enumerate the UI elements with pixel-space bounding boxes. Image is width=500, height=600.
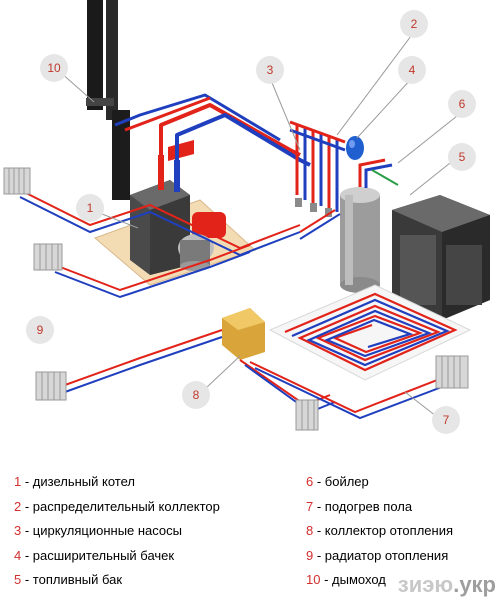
main-pipes	[114, 93, 311, 167]
watermark-suffix: .укр	[453, 572, 496, 597]
callout-1: 1	[76, 194, 104, 222]
legend-item-number: 7	[306, 498, 314, 514]
legend: 1 - дизельный котел 2 - распределительны…	[0, 470, 500, 600]
legend-item-text: - дымоход	[320, 572, 386, 587]
diesel-boiler	[130, 140, 226, 275]
heating-scheme-diagram: 1 2 3 4 5 6 7 8	[3, 0, 490, 434]
radiator-3	[35, 371, 67, 401]
callout-7: 7	[432, 406, 460, 434]
legend-item-text: - подогрев пола	[313, 498, 413, 514]
callout-10-label: 10	[47, 61, 61, 75]
radiator-pipes	[19, 189, 456, 420]
watermark-prefix: зиэю	[397, 572, 454, 597]
floor-heating-coil	[268, 284, 472, 381]
legend-item-text: - радиатор отопления	[313, 547, 449, 563]
callout-8: 8	[182, 381, 210, 409]
legend-item-text: - топливный бак	[21, 572, 123, 587]
legend-item: 7 - подогрев пола	[306, 495, 453, 520]
heating-collector	[222, 308, 265, 360]
callouts: 1 2 3 4 5 6 7 8	[26, 10, 476, 434]
legend-item: 1 - дизельный котел	[14, 470, 220, 495]
chimney	[86, 0, 130, 200]
legend-item-text: - бойлер	[313, 474, 369, 489]
callout-6-label: 6	[459, 97, 466, 111]
callout-9: 9	[26, 316, 54, 344]
legend-item: 10 - дымоход	[306, 568, 453, 593]
watermark: зиэю.укр	[398, 572, 496, 598]
radiator-1	[3, 167, 31, 195]
expansion-tank	[346, 136, 364, 160]
legend-item-text: - циркуляционные насосы	[21, 523, 183, 538]
legend-item: 2 - распределительный коллектор	[14, 495, 220, 520]
callout-9-label: 9	[37, 323, 44, 337]
legend-item: 6 - бойлер	[306, 470, 453, 495]
callout-2: 2	[400, 10, 428, 38]
callout-8-label: 8	[193, 388, 200, 402]
legend-item: 9 - радиатор отопления	[306, 544, 453, 569]
leader-lines	[59, 31, 463, 417]
legend-item-number: 10	[306, 572, 321, 587]
legend-item: 3 - циркуляционные насосы	[14, 519, 220, 544]
legend-item: 8 - коллектор отопления	[306, 519, 453, 544]
callout-4-label: 4	[409, 63, 416, 77]
callout-6: 6	[448, 90, 476, 118]
callout-3: 3	[256, 56, 284, 84]
legend-item-text: - коллектор отопления	[313, 523, 453, 538]
callout-5: 5	[448, 143, 476, 171]
legend-item-number: 9	[306, 547, 314, 563]
water-heater	[340, 158, 399, 293]
callout-2-label: 2	[411, 17, 418, 31]
callout-7-label: 7	[443, 413, 450, 427]
radiator-5	[435, 355, 469, 389]
legend-item-number: 6	[306, 474, 314, 489]
legend-item-number: 4	[14, 547, 22, 563]
legend-item-text: - распределительный коллектор	[21, 498, 220, 514]
legend-left-column: 1 - дизельный котел 2 - распределительны…	[14, 470, 220, 593]
callout-4: 4	[398, 56, 426, 84]
legend-item-number: 3	[14, 523, 22, 538]
distribution-manifold	[289, 120, 346, 217]
callout-3-label: 3	[267, 63, 274, 77]
legend-item-text: - расширительный бачек	[21, 547, 175, 563]
legend-item-number: 5	[14, 572, 22, 587]
callout-10: 10	[40, 54, 68, 82]
legend-item: 5 - топливный бак	[14, 568, 220, 593]
legend-item-number: 1	[14, 474, 22, 489]
legend-item-text: - дизельный котел	[21, 474, 135, 489]
radiator-2	[33, 243, 63, 271]
legend-item: 4 - расширительный бачек	[14, 544, 220, 569]
legend-item-number: 2	[14, 498, 22, 514]
legend-item-number: 8	[306, 523, 314, 538]
radiator-4	[295, 399, 319, 431]
fuel-tank	[392, 195, 490, 320]
legend-right-column: 6 - бойлер 7 - подогрев пола 8 - коллект…	[306, 470, 453, 593]
radiators	[3, 167, 469, 431]
circulation-pumps	[295, 198, 332, 217]
callout-1-label: 1	[87, 201, 94, 215]
callout-5-label: 5	[459, 150, 466, 164]
